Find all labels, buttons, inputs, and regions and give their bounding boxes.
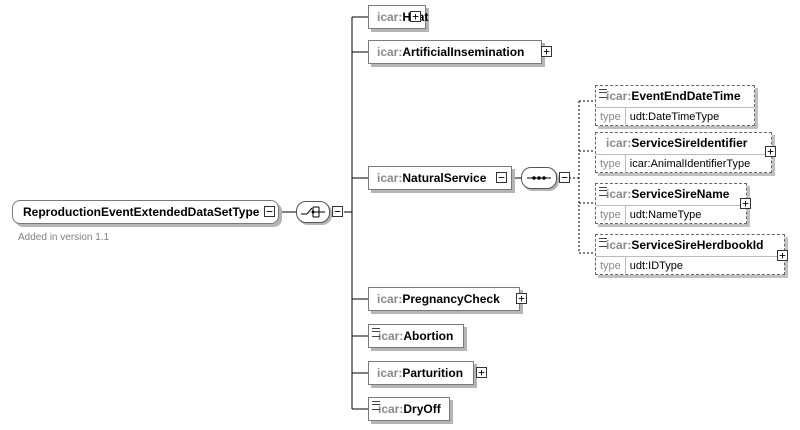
collapse-icon[interactable]: −: [496, 172, 507, 183]
element-parturition[interactable]: icar:Parturition: [368, 361, 474, 385]
sequence-icon: [527, 176, 551, 180]
collapse-icon[interactable]: −: [264, 206, 275, 217]
collapse-icon[interactable]: −: [332, 206, 343, 217]
version-note: Added in version 1.1: [18, 232, 110, 243]
expand-icon[interactable]: +: [541, 46, 552, 57]
documentation-icon: [372, 401, 380, 410]
expand-icon[interactable]: +: [777, 250, 788, 261]
expand-icon[interactable]: +: [410, 11, 421, 22]
expand-icon[interactable]: +: [740, 198, 751, 209]
root-type-box[interactable]: ReproductionEventExtendedDataSetType: [12, 200, 279, 224]
element-natural-service[interactable]: icar:NaturalService: [368, 166, 512, 190]
documentation-icon: [599, 89, 607, 98]
expand-icon[interactable]: +: [516, 293, 527, 304]
element-artificial-insemination[interactable]: icar:ArtificialInsemination: [368, 40, 542, 64]
documentation-icon: [599, 238, 607, 247]
root-type-name: ReproductionEventExtendedDataSetType: [23, 205, 260, 219]
element-abortion[interactable]: icar:Abortion: [368, 324, 464, 348]
expand-icon[interactable]: +: [765, 146, 776, 157]
documentation-icon: [599, 187, 607, 196]
sequence-compositor: [521, 167, 557, 189]
element-pregnancy-check[interactable]: icar:PregnancyCheck: [368, 287, 520, 311]
choice-icon: [301, 206, 325, 218]
element-dry-off[interactable]: icar:DryOff: [368, 397, 450, 421]
collapse-icon[interactable]: −: [559, 172, 570, 183]
choice-compositor: [296, 201, 330, 223]
expand-icon[interactable]: +: [476, 367, 487, 378]
documentation-icon: [372, 328, 380, 337]
